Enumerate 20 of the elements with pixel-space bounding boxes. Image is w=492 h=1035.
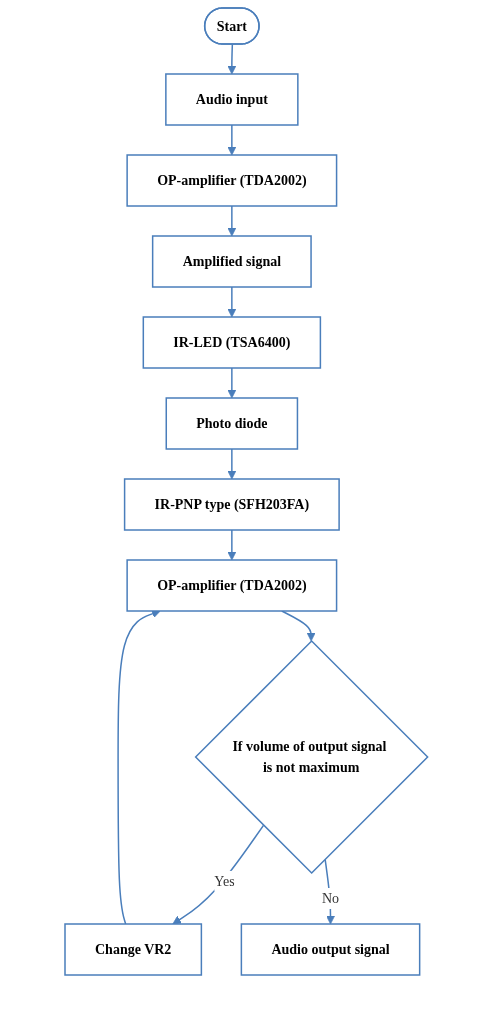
node-box: OP-amplifier (TDA2002) (126, 154, 337, 207)
node-box: Audio output signal (240, 923, 421, 976)
arrow (227, 43, 236, 75)
node-box: Change VR2 (63, 923, 202, 976)
arrow (227, 205, 236, 237)
node-box: Audio input (164, 73, 299, 126)
node-box: OP-amplifier (TDA2002) (126, 559, 337, 612)
node-box: Photo diode (165, 397, 298, 450)
node-diamond: If volume of output signal is not maximum (194, 639, 429, 875)
arrow (227, 448, 236, 480)
arrow (227, 529, 236, 561)
arrow (227, 124, 236, 156)
edge-label: Yes (213, 873, 235, 889)
arrow (227, 286, 236, 318)
node-box: IR-LED (TSA6400) (142, 316, 321, 369)
node-box: Amplified signal (151, 235, 312, 288)
arrow (227, 367, 236, 399)
edge-label: No (321, 891, 339, 906)
arrow (172, 824, 264, 925)
node-box: IR-PNP type (SFH203FA) (123, 478, 340, 531)
